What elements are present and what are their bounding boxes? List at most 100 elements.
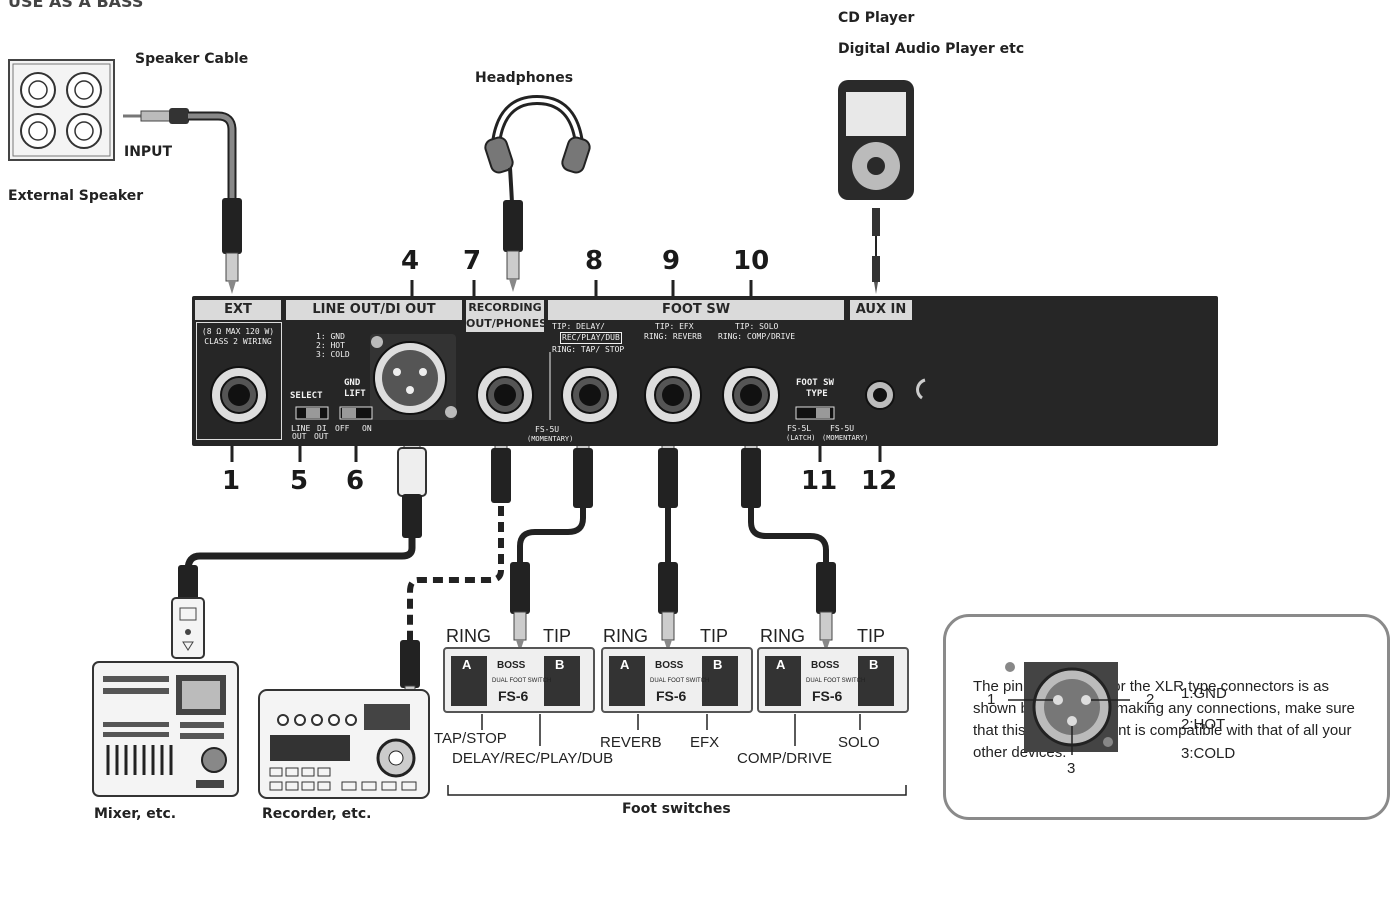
callout-8: 8 — [585, 246, 604, 276]
hot-legend: 2:HOT — [1181, 716, 1226, 733]
recorder-label: Recorder, etc. — [262, 806, 372, 822]
fs9-ring: RING: REVERB — [644, 332, 702, 341]
line-out-b: OUT — [292, 432, 307, 441]
ring-label-1: RING — [446, 626, 491, 646]
fs2-sub: DUAL FOOT SWITCH — [650, 678, 710, 684]
xlr-cable — [171, 419, 427, 659]
recording-cable — [400, 424, 511, 701]
callout-11: 11 — [801, 466, 838, 496]
fs3-a: A — [776, 657, 786, 672]
ext-spec-1: (8 Ω MAX 120 W) — [201, 327, 275, 336]
footswitch-unit-3 — [757, 647, 909, 713]
fs3-sub: DUAL FOOT SWITCH — [806, 678, 866, 684]
page-heading: USE AS A BASS — [8, 0, 144, 11]
section-recording-2: OUT/PHONES — [466, 316, 548, 332]
fs10-ring: RING: COMP/DRIVE — [718, 332, 796, 341]
footswitch-cable-3 — [741, 424, 836, 652]
audio-player-icon — [838, 80, 914, 294]
footswitch-cable-2 — [658, 424, 678, 652]
fs8-ring: RING: TAP/ STOP — [552, 345, 625, 354]
gnd-label: GND — [344, 378, 361, 388]
di-out-b: OUT — [314, 432, 329, 441]
cold-legend: 3:COLD — [1181, 745, 1236, 762]
line-out-a: LINE — [291, 424, 311, 433]
pin-3-label: 3 — [1067, 760, 1076, 777]
fs5u-momentary: (MOMENTARY) — [527, 435, 574, 443]
digital-audio-player-label: Digital Audio Player etc — [838, 41, 1025, 57]
ring-label-2: RING — [603, 626, 648, 646]
connection-diagram — [8, 59, 914, 799]
section-ext-speaker: EXT SPEAKER — [195, 300, 281, 337]
pin-3-text: 3: COLD — [316, 350, 350, 359]
fs2-b: B — [713, 657, 723, 672]
callout-12: 12 — [861, 466, 898, 496]
fs9-tip: TIP: EFX — [655, 322, 694, 331]
section-recording: RECORDING — [466, 300, 544, 316]
fs2-brand: BOSS — [655, 660, 684, 671]
footswitch-unit-1 — [443, 647, 595, 713]
callout-1: 1 — [222, 466, 241, 496]
fs1-brand: BOSS — [497, 660, 526, 671]
fs5l-latch: (LATCH) — [786, 434, 816, 442]
efx-label: EFX — [690, 734, 720, 751]
xlr-connector-drawing — [1005, 662, 1130, 755]
footswitch-bracket — [447, 785, 907, 796]
ext-spec-2: CLASS 2 WIRING — [204, 337, 272, 346]
section-line-out: LINE OUT/DI OUT — [286, 300, 462, 320]
footswitch-unit-2 — [601, 647, 753, 713]
cd-player-label: CD Player — [838, 10, 915, 26]
fs1-model: FS-6 — [498, 688, 529, 704]
select-label: SELECT — [290, 391, 323, 401]
foot-switches-label: Foot switches — [622, 801, 731, 817]
gnd-legend: 1:GND — [1181, 685, 1227, 702]
di-out-a: DI — [317, 424, 327, 433]
fs5u-b-momentary: (MOMENTARY) — [822, 434, 869, 442]
tip-label-2: TIP — [700, 626, 729, 646]
fs1-a: A — [462, 657, 472, 672]
fs2-model: FS-6 — [656, 688, 687, 704]
fs1-b: B — [555, 657, 565, 672]
speaker-cable-label: Speaker Cable — [135, 51, 249, 67]
fs2-a: A — [620, 657, 630, 672]
headphones-label: Headphones — [475, 70, 574, 86]
pin-2-text: 2: HOT — [316, 341, 345, 350]
tip-label-1: TIP — [543, 626, 572, 646]
fs3-b: B — [869, 657, 879, 672]
rear-panel — [192, 296, 1218, 446]
foot-sw-type-2: TYPE — [806, 389, 828, 399]
fs10-tip: TIP: SOLO — [735, 322, 779, 331]
tip-label-3: TIP — [857, 626, 886, 646]
reverb-label: REVERB — [600, 734, 662, 751]
speaker-cable — [123, 108, 242, 294]
comp-drive-label: COMP/DRIVE — [737, 750, 833, 767]
mixer-label: Mixer, etc. — [94, 806, 177, 822]
mixer-icon — [92, 661, 239, 797]
fs1-sub: DUAL FOOT SWITCH — [492, 678, 552, 684]
callout-7: 7 — [463, 246, 482, 276]
pin-2-label: 2 — [1146, 691, 1155, 708]
fs8-tip: TIP: DELAY/ — [552, 322, 605, 331]
headphones-icon — [484, 94, 591, 292]
section-aux-in: AUX IN — [850, 300, 912, 320]
foot-sw-type-1: FOOT SW — [796, 378, 834, 388]
external-speaker-label: External Speaker — [8, 188, 144, 204]
input-label: INPUT — [124, 144, 173, 160]
off-label: OFF — [335, 424, 350, 433]
callout-10: 10 — [733, 246, 770, 276]
fs5l-label: FS-5L — [787, 424, 812, 433]
recorder-icon — [258, 689, 430, 799]
solo-label: SOLO — [838, 734, 880, 751]
callout-5: 5 — [290, 466, 309, 496]
fs5u-label: FS-5U — [535, 425, 560, 434]
tap-stop-label: TAP/STOP — [434, 730, 507, 747]
fs5u-b-label: FS-5U — [830, 424, 855, 433]
on-label: ON — [362, 424, 372, 433]
footswitch-cable-1 — [510, 424, 593, 652]
ext-speaker-frame — [196, 322, 282, 440]
callout-9: 9 — [662, 246, 681, 276]
ring-label-3: RING — [760, 626, 805, 646]
lift-label: LIFT — [344, 389, 366, 399]
callout-4: 4 — [401, 246, 420, 276]
fs8-rec: REC/PLAY/DUB — [560, 332, 622, 344]
external-speaker-icon — [8, 59, 115, 161]
